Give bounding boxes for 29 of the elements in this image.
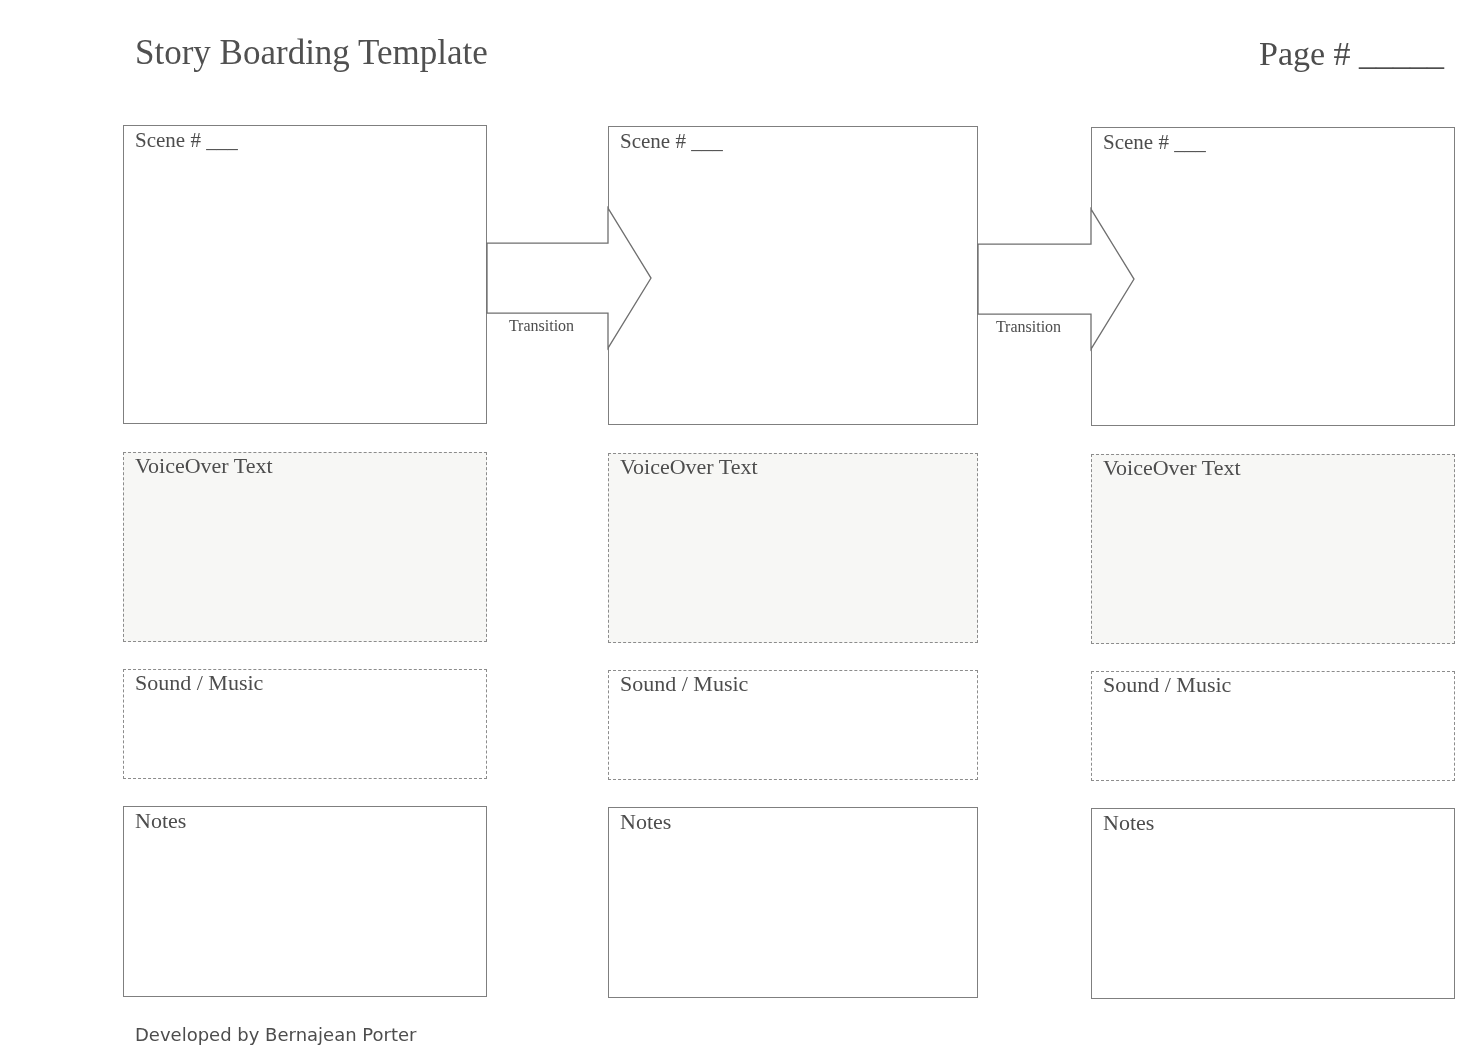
panel-heading: Notes: [620, 811, 672, 833]
notes-panel: [608, 807, 978, 998]
panel-heading: Sound / Music: [135, 672, 264, 694]
page-number-label: Page # _____: [1259, 37, 1445, 71]
panel-heading: VoiceOver Text: [620, 456, 758, 478]
notes-panel: [1091, 808, 1455, 999]
scene-heading: Scene # ___: [135, 130, 238, 151]
block-arrow: [486, 205, 652, 351]
panel-heading: VoiceOver Text: [135, 455, 273, 477]
sound-music-panel: [123, 669, 487, 779]
sound-music-panel: [608, 670, 978, 780]
voiceover-panel: [123, 452, 487, 642]
scene-frame: [1091, 127, 1455, 426]
panel-heading: Sound / Music: [620, 673, 749, 695]
scene-frame: [123, 125, 487, 424]
credit-line: Developed by Bernajean Porter: [135, 1026, 417, 1044]
scene-heading: Scene # ___: [620, 131, 723, 152]
scene-heading: Scene # ___: [1103, 132, 1206, 153]
panel-heading: Notes: [1103, 812, 1155, 834]
panel-heading: VoiceOver Text: [1103, 457, 1241, 479]
panel-heading: Notes: [135, 810, 187, 832]
panel-heading: Sound / Music: [1103, 674, 1232, 696]
notes-panel: [123, 806, 487, 997]
page-title: Story Boarding Template: [135, 35, 488, 70]
scene-frame: [608, 126, 978, 425]
sound-music-panel: [1091, 671, 1455, 781]
block-arrow: [977, 206, 1135, 352]
voiceover-panel: [1091, 454, 1455, 644]
voiceover-panel: [608, 453, 978, 643]
